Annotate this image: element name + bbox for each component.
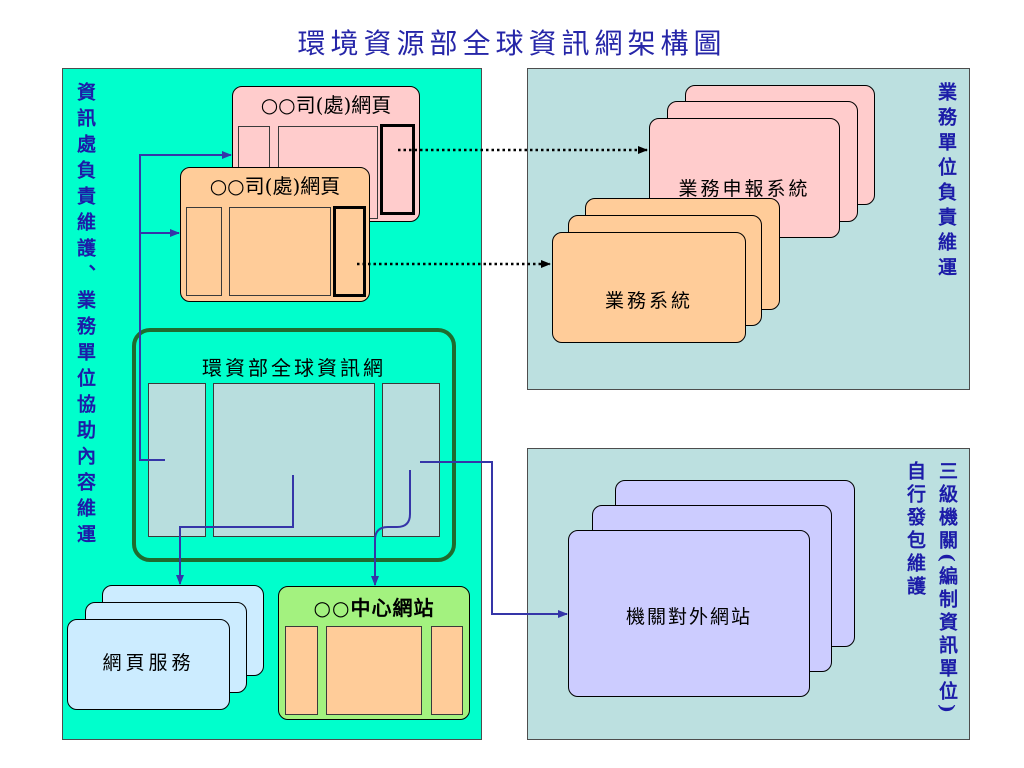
portal-site: 環資部全球資訊網 [132,328,456,562]
portal-left-column [148,383,206,537]
content-block [229,207,331,296]
it-maintained-panel: 資訊處負責維護、業務單位協助內容維運 ○○司(處)網頁 ○○司(處)網頁 環資部… [62,68,482,740]
external-site-layer-front: 機關對外網站 [568,530,810,697]
center-site: ○○中心網站 [278,586,470,720]
content-block [285,626,318,715]
content-block [186,207,222,296]
portal-site-label: 環資部全球資訊網 [202,356,386,380]
web-service-label: 網頁服務 [102,652,195,674]
panel-label-it-maintained: 資訊處負責維護、業務單位協助內容維運 [74,82,96,550]
dept-page-front: ○○司(處)網頁 [180,167,370,302]
panel-label-agency: 三級機關(編制資訊單位) [936,461,958,717]
dept-page-back-label: ○○司(處)網頁 [260,93,392,117]
web-service-layer-front: 網頁服務 [67,619,230,710]
system-link-block [333,206,366,297]
panel-label-business-unit: 業務單位負責維運 [935,82,957,282]
diagram-title: 環境資源部全球資訊網架構圖 [297,27,727,60]
dept-page-front-label: ○○司(處)網頁 [209,174,341,198]
business-system-label: 業務系統 [604,290,693,312]
business-unit-panel: 業務單位負責維運 業務申報系統 業務系統 [527,68,970,390]
agency-panel: 三級機關(編制資訊單位) 自行發包維護 機關對外網站 [527,448,970,740]
business-system-layer-front: 業務系統 [552,232,746,343]
panel-label-self-contracted: 自行發包維護 [904,461,926,599]
external-site-label: 機關對外網站 [625,606,752,628]
center-site-label: ○○中心網站 [313,596,435,620]
content-block [431,626,463,715]
declaration-system-label: 業務申報系統 [678,178,811,200]
content-block [326,626,422,715]
portal-right-column [382,383,440,537]
portal-main-column [213,383,375,537]
system-link-block [380,124,415,215]
